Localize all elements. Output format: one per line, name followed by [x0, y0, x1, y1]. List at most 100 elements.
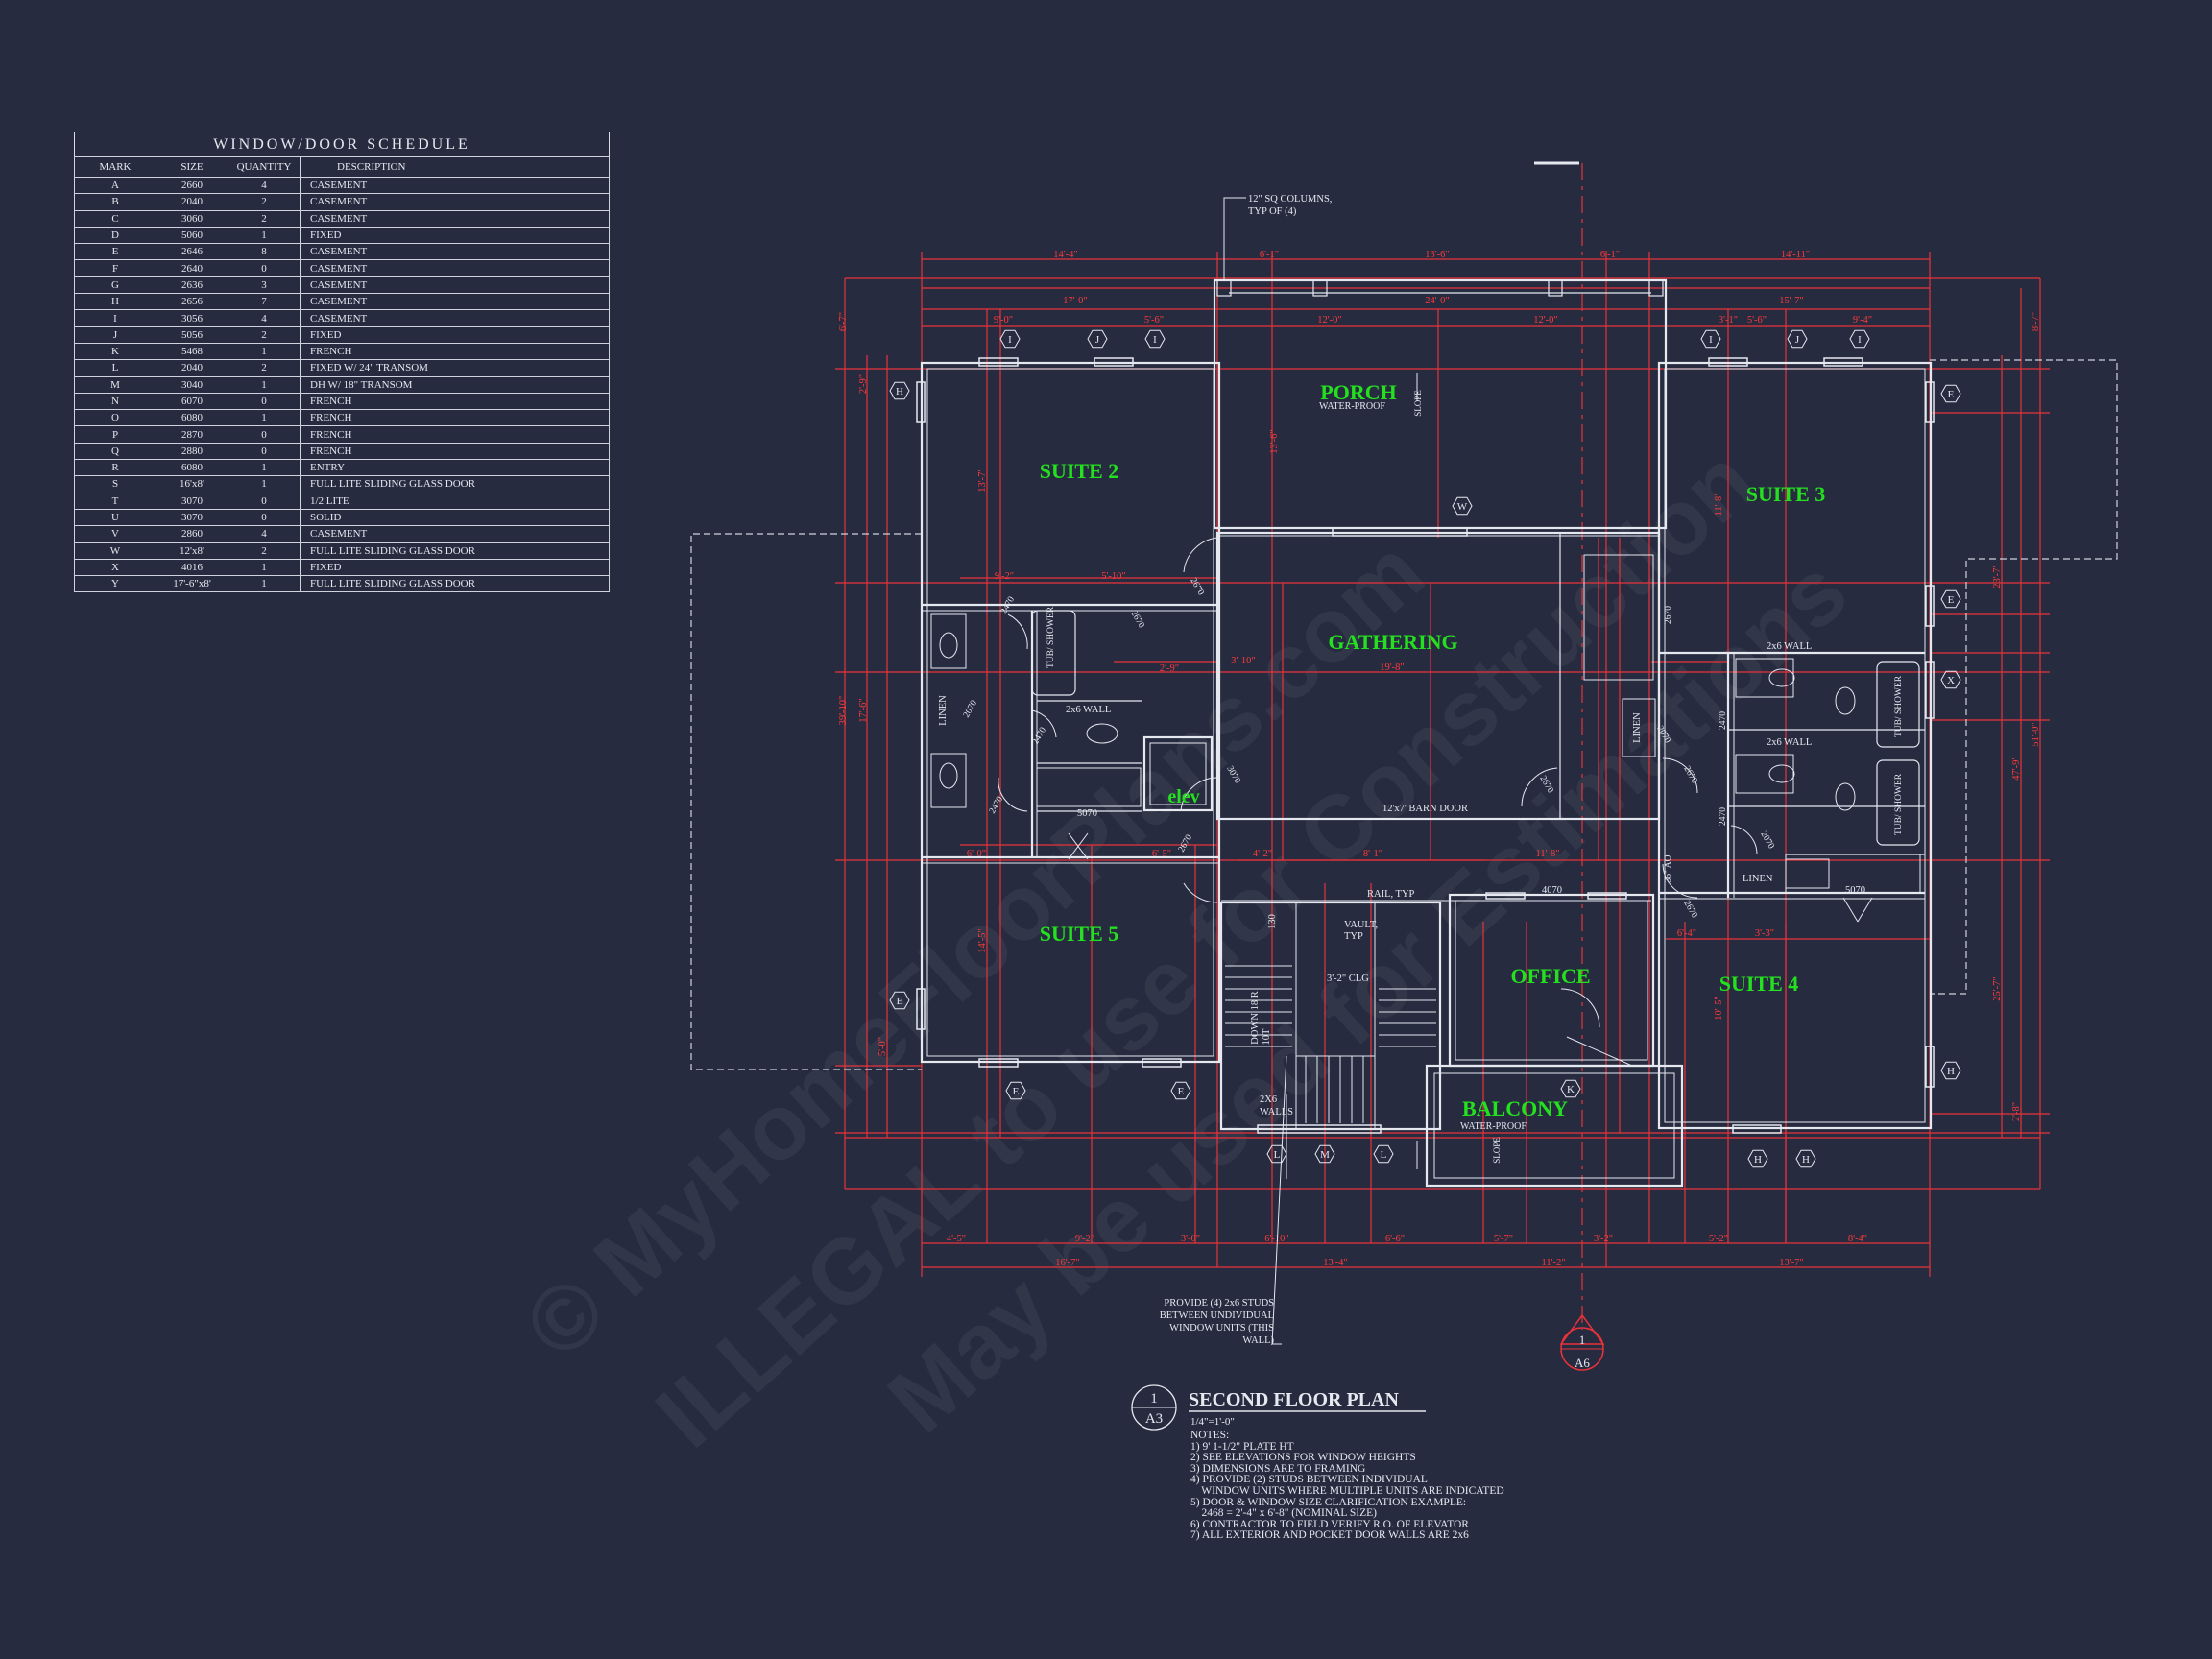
window-tag: H	[889, 381, 910, 400]
dim-top3-4: 5'-6"	[1747, 315, 1767, 325]
window-tag: L	[1266, 1144, 1287, 1164]
window-tag: L	[1373, 1144, 1394, 1164]
door-2670-g: 2670	[1664, 606, 1673, 624]
schedule-header-row: MARK SIZE QUANTITY DESCRIPTION	[74, 156, 610, 178]
room-suite-5: SUITE 5	[1040, 922, 1119, 946]
window-tag: K	[1560, 1079, 1581, 1098]
window-tag-hexagon	[1087, 329, 1108, 349]
schedule-header-size: SIZE	[156, 156, 228, 178]
dim-misc-22: 25'-7"	[1992, 976, 2003, 1000]
window-tag-hexagon	[1940, 589, 1961, 609]
plan-title-sheet: A3	[1145, 1411, 1163, 1427]
window-tag-hexagon	[1849, 329, 1870, 349]
walls-label-1: 2X6	[1260, 1094, 1277, 1105]
vault-label-1: VAULT,	[1344, 920, 1378, 930]
door-2670-b: 2670	[1128, 610, 1145, 631]
dim-misc-0: 9'-2"	[995, 571, 1014, 582]
note-line: 7) ALL EXTERIOR AND POCKET DOOR WALLS AR…	[1190, 1529, 1469, 1542]
dim-misc-14: 14'-5"	[977, 928, 988, 952]
down-label: DOWN 18 R	[1250, 991, 1261, 1044]
dim-misc-1: 5'-10"	[1101, 571, 1125, 582]
walls	[916, 278, 1935, 1188]
window-tag-letter: I	[1008, 334, 1012, 346]
studs-note-line-4: WALL)	[1242, 1335, 1274, 1346]
dim-bottom1-6: 3'-2"	[1594, 1234, 1613, 1244]
studs-note-line-1: PROVIDE (4) 2x6 STUDS	[1164, 1298, 1274, 1309]
dim-misc-24: 6'-7"	[838, 312, 849, 331]
room-gathering: GATHERING	[1328, 630, 1457, 654]
schedule-title: WINDOW/DOOR SCHEDULE	[74, 132, 610, 156]
window-tag: E	[1005, 1081, 1026, 1100]
linen-center: LINEN	[1632, 712, 1643, 743]
door-2670-c: 2670	[1177, 833, 1194, 854]
dim-top3-3: 12'-0"	[1533, 315, 1557, 325]
stair-10t-label: 10T	[1262, 1028, 1272, 1046]
dim-bottom1-8: 8'-4"	[1848, 1234, 1867, 1244]
schedule-cell-size: 2040	[156, 359, 228, 377]
window-tag: H	[1747, 1149, 1768, 1168]
dim-misc-20: 51'-0"	[2031, 722, 2041, 746]
dimension-text: 14'-4" 6'-1" 13'-6" 6'-1" 14'-11" 17'-0"…	[838, 250, 2041, 1268]
dim-misc-2: 2'-9"	[1160, 663, 1179, 674]
schedule-cell-size: 6070	[156, 392, 228, 411]
note-line: 1) 9' 1-1/2" PLATE HT	[1190, 1440, 1294, 1453]
walls-label-2: WALLS	[1260, 1107, 1293, 1118]
plan-title-number: 1	[1150, 1391, 1158, 1407]
tub-shower-right-lower: TUB/ SHOWER	[1894, 773, 1904, 835]
dim-top3-1: 5'-6"	[1144, 315, 1164, 325]
schedule-cell-size: 3040	[156, 375, 228, 394]
window-tag-letter: M	[1320, 1149, 1330, 1161]
window-tag-hexagon	[889, 991, 910, 1010]
window-tag-hexagon	[1005, 1081, 1026, 1100]
dim-bottom1-4: 6'-6"	[1385, 1234, 1405, 1244]
room-labels: PORCH WATER-PROOF SUITE 2 SUITE 3 SUITE …	[1040, 380, 1826, 1132]
window-tag-letter: E	[1948, 594, 1955, 606]
window-tag-letter: H	[1802, 1154, 1810, 1166]
window-tag: E	[1170, 1081, 1191, 1100]
window-tag-letter: I	[1858, 334, 1862, 346]
room-porch-note: WATER-PROOF	[1319, 401, 1385, 412]
schedule-cell-size: 17'-6"x8'	[156, 575, 228, 593]
dim-misc-3: 3'-10"	[1231, 656, 1255, 666]
window-tag: I	[1144, 329, 1166, 349]
rail-label: RAIL, TYP	[1367, 889, 1415, 900]
dim-bottom1-5: 5'-7"	[1494, 1234, 1513, 1244]
schedule-header-description: DESCRIPTION	[300, 156, 610, 178]
window-tag: E	[1940, 384, 1961, 403]
window-tag-letter: L	[1381, 1149, 1387, 1161]
window-tag-letter: W	[1457, 501, 1468, 513]
columns-note-line-1: 12" SQ COLUMNS,	[1248, 194, 1332, 204]
window-tag: E	[889, 991, 910, 1010]
vault-label-2: TYP	[1344, 931, 1363, 942]
door-36ao: 36" AO	[1664, 854, 1673, 882]
note-line: 3) DIMENSIONS ARE TO FRAMING	[1190, 1462, 1366, 1475]
window-tag: J	[1087, 329, 1108, 349]
dim-bottom2-3: 13'-7"	[1779, 1258, 1803, 1268]
dim-bottom1-2: 3'-0"	[1181, 1234, 1200, 1244]
dim-top3-0: 9'-0"	[994, 315, 1013, 325]
dim-misc-28: 5'-0"	[878, 1037, 888, 1056]
note-line: 4) PROVIDE (2) STUDS BETWEEN INDIVIDUAL	[1190, 1474, 1428, 1486]
door-2670-f: 2670	[1681, 900, 1698, 921]
window-tag-letter: H	[1754, 1154, 1762, 1166]
studs-note: PROVIDE (4) 2x6 STUDS BETWEEN UNDIVIDUAL…	[1160, 1298, 1275, 1346]
window-tag-hexagon	[1940, 1061, 1961, 1080]
window-tag-letter: J	[1095, 334, 1100, 346]
dim-misc-13: 13'-7"	[977, 468, 988, 492]
window-tag: I	[1849, 329, 1870, 349]
dim-misc-11: 6'-4"	[1677, 928, 1696, 939]
door-2670-a: 2670	[1188, 577, 1205, 598]
dim-misc-25: 8'-7"	[2031, 312, 2041, 331]
door-2470-c: 2470	[988, 795, 1005, 816]
tub-shower-left: TUB/ SHOWER	[1046, 606, 1056, 668]
dimension-lines	[835, 163, 2050, 1330]
